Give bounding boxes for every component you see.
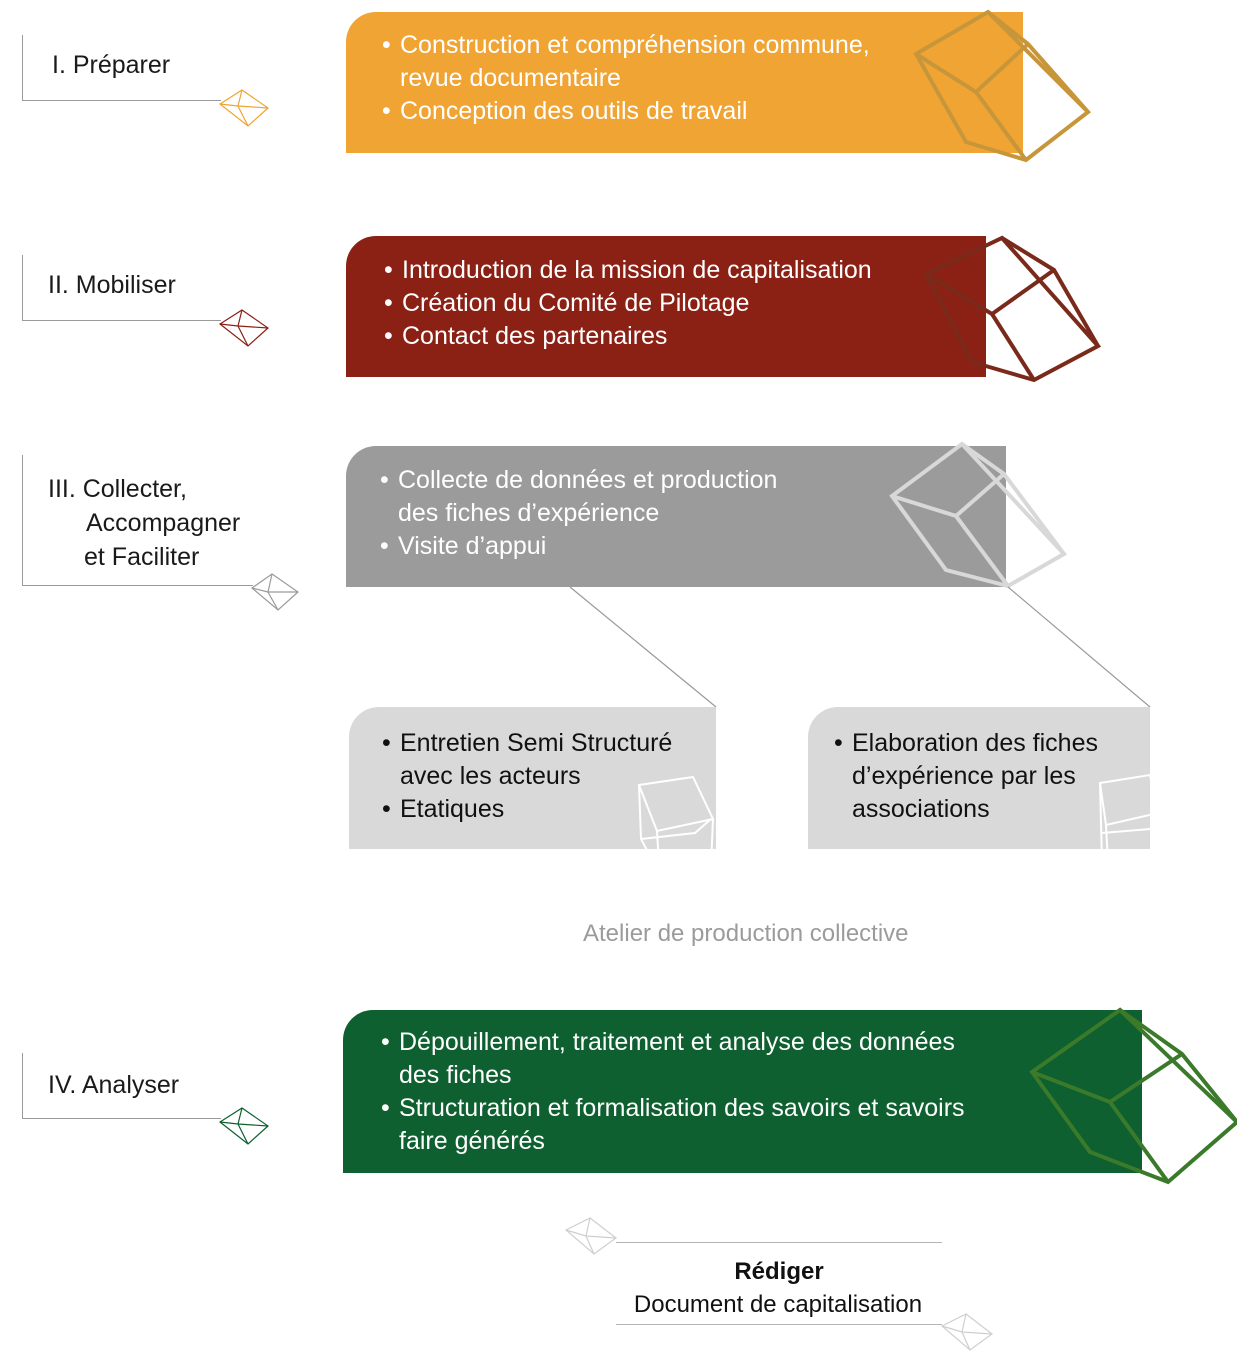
final-bottom-line [616,1324,942,1325]
phase-1-box: Construction et compréhension commune,re… [346,12,1023,153]
phase-4-label: IV. Analyser [48,1071,180,1099]
phase-1-bracket [22,35,221,101]
phase-4-list: Dépouillement, traitement et analyse des… [381,1026,965,1158]
phase-2-box: Introduction de la mission de capitalisa… [346,236,986,377]
phase-2-list: Introduction de la mission de capitalisa… [384,254,872,353]
phase-3-bracket [22,455,253,586]
subbox-interview-item: Etatiques [382,793,672,826]
phase-1-list: Construction et compréhension commune,re… [382,29,870,128]
phase-1-label: I. Préparer [52,51,171,79]
final-top-line [616,1242,942,1243]
final-step-subtitle: Document de capitalisation [633,1291,923,1318]
phase-4-item: Structuration et formalisation des savoi… [381,1092,965,1158]
phase-3-item: Visite d’appui [380,530,777,563]
subbox-elaboration-cube-icon [1098,773,1150,849]
phase-2-item: Contact des partenaires [384,320,872,353]
phase-3-label: III. Collecter, Accompagner et Faciliter [48,475,241,571]
phase-1-item: Construction et compréhension commune,re… [382,29,870,95]
final-step-title: Rédiger [734,1258,824,1285]
phase-2-label: II. Mobiliser [48,271,176,299]
phase-1-item: Conception des outils de travail [382,95,870,128]
phase-2-item: Introduction de la mission de capitalisa… [384,254,872,287]
final-top-cube-icon [564,1217,618,1255]
phase-4-bracket [22,1053,221,1119]
phase-3-small-cube-icon [251,573,299,611]
workshop-caption: Atelier de production collective [583,920,909,947]
phase-2-item: Création du Comité de Pilotage [384,287,872,320]
phase-2-bracket [22,255,221,321]
phase-4-box: Dépouillement, traitement et analyse des… [343,1010,1142,1173]
phase-2-small-cube-icon [218,309,269,347]
phase-4-small-cube-icon [218,1107,269,1145]
phase-1-small-cube-icon [218,89,269,127]
phase-4-item: Dépouillement, traitement et analyse des… [381,1026,965,1092]
